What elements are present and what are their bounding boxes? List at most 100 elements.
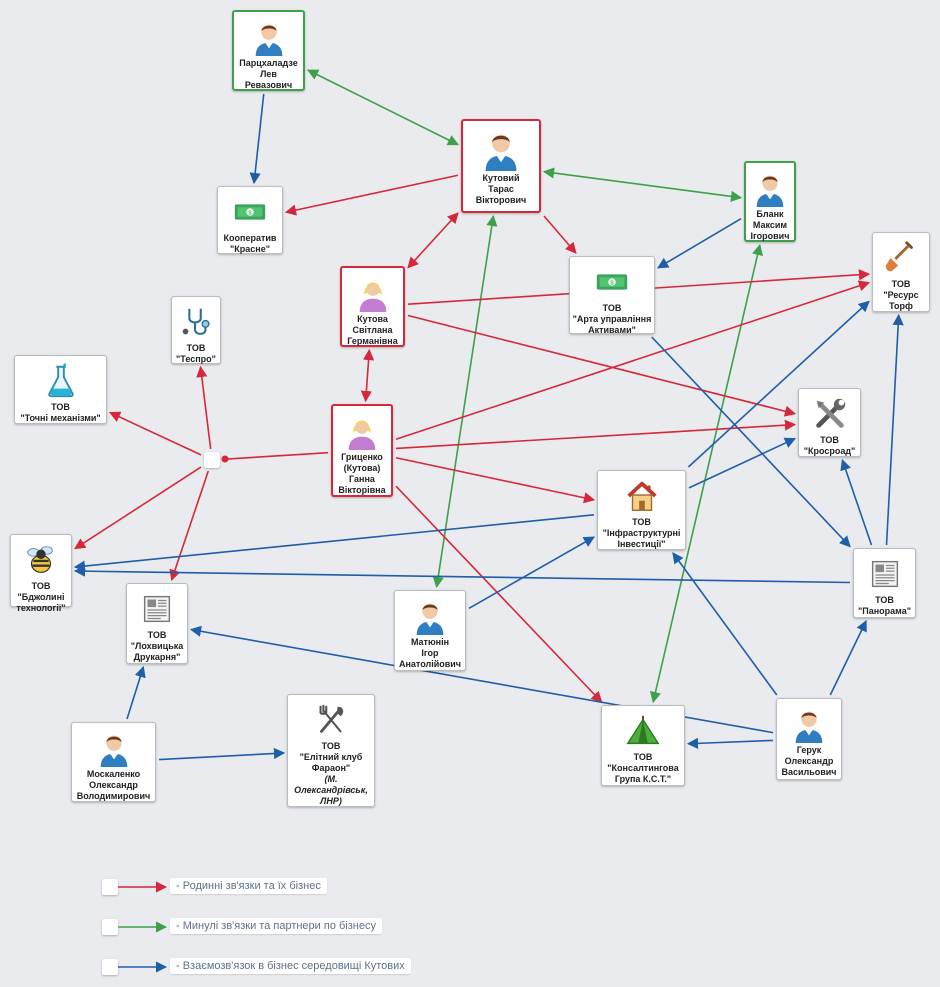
person-male-icon xyxy=(410,597,450,635)
node-label: Матюнін Ігор Анатолійович xyxy=(398,637,462,669)
person-male-icon xyxy=(750,169,790,207)
house-icon xyxy=(622,477,662,515)
svg-text:$: $ xyxy=(610,280,614,286)
edge-blank-arta xyxy=(657,217,742,269)
stethoscope-icon xyxy=(176,303,216,341)
node-matyunin[interactable]: Матюнін Ігор Анатолійович xyxy=(394,590,466,671)
edge-heruk-lokhvytska xyxy=(189,625,774,734)
tools-icon xyxy=(810,395,850,433)
edge-heruk-konsalting xyxy=(686,737,774,749)
edge-hub-tochni xyxy=(108,411,202,456)
node-panorama[interactable]: ТОВ "Панорама" xyxy=(853,548,916,618)
node-grytsenko[interactable]: Гриценко (Кутова) Ганна Вікторівна xyxy=(331,404,393,497)
node-kutova[interactable]: Кутова Світлана Германівна xyxy=(340,266,405,347)
node-kooperatyv[interactable]: $ Кооператив "Красне" xyxy=(217,186,283,254)
node-label: ТОВ "Теспро" xyxy=(176,343,216,364)
edge-infra-bdzholyni xyxy=(73,513,595,572)
edge-moskalenko-lokhvytska xyxy=(126,665,146,720)
edge-blank-konsalting xyxy=(649,243,764,704)
node-resurs[interactable]: ТОВ "Ресурс Торф xyxy=(872,232,930,312)
edge-hub-tespro xyxy=(196,365,212,450)
node-label: ТОВ "Арта управління Активами" xyxy=(572,303,652,335)
node-heruk[interactable]: Герук Олександр Васильович xyxy=(776,698,842,780)
shovel-icon xyxy=(881,239,921,277)
edge-hub-bdzholyni xyxy=(74,466,202,550)
node-label: Гриценко (Кутова) Ганна Вікторівна xyxy=(338,452,386,495)
newspaper-icon xyxy=(137,590,177,628)
edge-arta-panorama xyxy=(651,336,851,548)
legend-arrow-icon xyxy=(118,961,168,973)
edge-heruk-panorama xyxy=(829,619,867,696)
legend-swatch xyxy=(102,959,118,975)
node-label: Кутова Світлана Германівна xyxy=(347,314,398,346)
node-label: Герук Олександр Васильович xyxy=(781,745,837,777)
edge-grytsenko-konsalting xyxy=(395,485,603,703)
node-konsalting[interactable]: ТОВ "Консалтингова Група К.С.Т." xyxy=(601,705,685,786)
node-label: Москаленко Олександр Володимирович xyxy=(76,769,151,801)
legend-label: - Взаємозв'язок в бізнес середовищі Куто… xyxy=(170,958,411,974)
edge-kutova-grytsenko xyxy=(360,348,375,403)
person-male-icon xyxy=(249,18,289,56)
node-label: ТОВ "Інфраструктурні Інвестиції" xyxy=(602,517,681,549)
edge-dot xyxy=(221,455,229,463)
person-male-icon xyxy=(789,705,829,743)
bee-icon xyxy=(21,541,61,579)
edge-partskhaladze-kutovyi xyxy=(306,69,460,146)
node-label: ТОВ "Лохвицька Друкарня" xyxy=(130,630,184,662)
edge-grytsenko-resurs xyxy=(395,280,871,440)
edge-infra-krosroad xyxy=(688,437,797,489)
node-sublabel: (М. Олександрівськ, ЛНР) xyxy=(294,774,368,806)
edge-infra-resurs xyxy=(687,300,870,468)
money-icon: $ xyxy=(230,193,270,231)
person-female-icon xyxy=(342,412,382,450)
legend-item-family: - Родинні зв'язки та їх бізнес xyxy=(102,878,327,896)
newspaper-icon xyxy=(865,555,905,593)
node-moskalenko[interactable]: Москаленко Олександр Володимирович xyxy=(71,722,156,802)
node-kutovyi[interactable]: Кутовий Тарас Вікторович xyxy=(461,119,541,213)
edge-kutova-krosroad xyxy=(407,314,797,417)
edge-kutovyi-kooperatyv xyxy=(284,174,459,216)
node-blank[interactable]: Бланк Максим Ігорович xyxy=(744,161,796,242)
node-label: ТОВ "Елітний клуб Фараон" xyxy=(299,741,363,773)
edge-moskalenko-elitnyi xyxy=(158,747,286,761)
node-label: ТОВ "Панорама" xyxy=(858,595,911,616)
node-label: Бланк Максим Ігорович xyxy=(750,209,790,241)
person-male-icon xyxy=(94,729,134,767)
node-label: Кооператив "Красне" xyxy=(223,233,277,254)
legend-arrow-icon xyxy=(118,881,168,893)
edge-panorama-krosroad xyxy=(840,458,873,546)
edge-grytsenko-krosroad xyxy=(395,419,797,450)
edge-matyunin-infra xyxy=(468,536,595,609)
node-label: ТОВ "Ресурс Торф xyxy=(883,279,919,311)
person-male-icon xyxy=(478,127,524,171)
node-tespro[interactable]: ТОВ "Теспро" xyxy=(171,296,221,364)
edge-kutovyi-kutova xyxy=(407,212,459,269)
edge-hub-lokhvytska xyxy=(169,470,210,582)
node-krosroad[interactable]: ТОВ "Кросроад" xyxy=(798,388,861,457)
node-tochni[interactable]: ТОВ "Точні механізми" xyxy=(14,355,107,424)
legend-item-business: - Взаємозв'язок в бізнес середовищі Куто… xyxy=(102,958,411,976)
node-infra[interactable]: ТОВ "Інфраструктурні Інвестиції" xyxy=(597,470,686,550)
edge-partskhaladze-kooperatyv xyxy=(249,93,265,185)
connection-hub xyxy=(204,452,220,468)
utensils-icon xyxy=(311,701,351,739)
legend-label: - Родинні зв'язки та їх бізнес xyxy=(170,878,327,894)
edge-grytsenko-infra xyxy=(395,456,596,504)
node-arta[interactable]: $ ТОВ "Арта управління Активами" xyxy=(569,256,655,335)
edge-grytsenko-hub xyxy=(222,451,329,461)
svg-text:$: $ xyxy=(248,210,252,216)
node-label: ТОВ "Точні механізми" xyxy=(20,402,101,423)
node-label: Кутовий Тарас Вікторович xyxy=(475,173,527,205)
edge-kutovyi-matyunin xyxy=(432,214,498,589)
node-elitnyi[interactable]: ТОВ "Елітний клуб Фараон"(М. Олександрів… xyxy=(287,694,375,807)
legend-item-past: - Минулі зв'язки та партнери по бізнесу xyxy=(102,918,382,936)
node-lokhvytska[interactable]: ТОВ "Лохвицька Друкарня" xyxy=(126,583,188,664)
node-bdzholyni[interactable]: ТОВ "Бджолині технології" xyxy=(10,534,72,613)
legend-swatch xyxy=(102,879,118,895)
node-label: ТОВ "Консалтингова Група К.С.Т." xyxy=(607,752,679,784)
flask-icon xyxy=(41,362,81,400)
edge-kutovyi-blank xyxy=(542,167,743,202)
edge-kutovyi-arta xyxy=(543,215,577,254)
node-partskhaladze[interactable]: Парцхаладзе Лев Ревазович xyxy=(232,10,305,91)
